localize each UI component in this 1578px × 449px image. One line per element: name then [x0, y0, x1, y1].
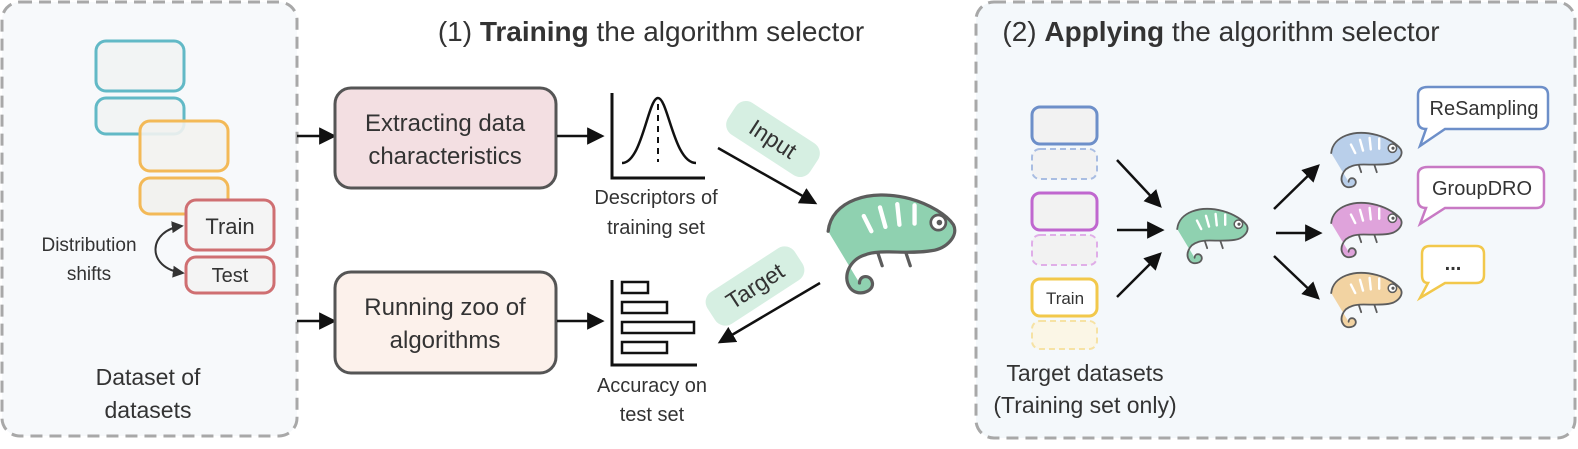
descriptors-label-line2: training set [607, 217, 705, 239]
descriptors-label-line1: Descriptors of [594, 187, 718, 209]
target-datasets-stack: Train [1030, 105, 1099, 350]
extract-label-line2: characteristics [368, 143, 521, 170]
test-card [184, 255, 276, 295]
zoo-label-line1: Running zoo of [364, 294, 526, 321]
zoo-label-line2: algorithms [390, 327, 501, 354]
target-train-label: Train [1046, 289, 1084, 308]
output-label-resampling: ReSampling [1430, 98, 1539, 120]
zoo-algorithms-box [333, 270, 558, 375]
section1-title-prefix: (1) [438, 16, 480, 47]
algorithm-selector-chameleon [828, 195, 955, 293]
train-card [184, 198, 276, 252]
target-datasets-caption-line2: (Training set only) [993, 392, 1176, 418]
accuracy-label-line1: Accuracy on [597, 375, 707, 397]
dataset-card-teal-1 [94, 39, 186, 93]
target-card-train [1030, 277, 1099, 318]
output-bubble-resampling: ReSampling [1416, 85, 1550, 150]
dataset-caption-line1: Dataset of [96, 364, 201, 390]
section2-title: (2) Applying the algorithm selector [1002, 16, 1439, 47]
target-card-blue [1030, 105, 1099, 146]
input-tag: Input [726, 100, 820, 178]
arrow-blue-to-selector [1116, 159, 1162, 208]
output-bubble-other: ... [1416, 244, 1486, 302]
distribution-shift-label-line2: shifts [67, 264, 111, 285]
dataset-caption-line2: datasets [105, 397, 192, 423]
arrow-target-to-selector [717, 281, 821, 344]
test-label: Test [212, 265, 249, 287]
target-card-purple [1030, 191, 1099, 232]
dataset-card-orange-1 [138, 119, 230, 173]
section2-title-bold: Applying [1044, 16, 1164, 47]
extract-label-line1: Extracting data [365, 110, 526, 137]
target-tag: Target [705, 246, 805, 326]
output-bubble-groupdro: GroupDRO [1416, 165, 1546, 228]
section1-title: (1) Training the algorithm selector [438, 16, 864, 47]
section1-title-suffix: the algorithm selector [589, 16, 864, 47]
distribution-curve-icon [610, 93, 705, 180]
section1-title-bold: Training [480, 16, 589, 47]
target-card-blue-faded [1031, 148, 1098, 180]
arrow-to-output-3 [1273, 255, 1320, 300]
output-label-groupdro: GroupDRO [1432, 178, 1532, 200]
section2-title-suffix: the algorithm selector [1164, 16, 1439, 47]
arrow-to-output-1 [1273, 164, 1320, 210]
arrow-train-to-selector [1116, 252, 1162, 298]
target-card-yellow-faded [1031, 320, 1098, 350]
dataset-panel [0, 0, 299, 438]
target-card-purple-faded [1031, 234, 1098, 266]
accuracy-label-line2: test set [620, 404, 685, 426]
dataset-stack: Train Test [94, 39, 276, 295]
train-label: Train [205, 214, 254, 239]
section2-title-prefix: (2) [1002, 16, 1044, 47]
accuracy-bars-icon [610, 280, 697, 367]
output-label-other: ... [1445, 253, 1462, 275]
extract-characteristics-box [333, 86, 558, 190]
distribution-shift-label-line1: Distribution [41, 235, 136, 256]
distribution-shift-arrow [154, 221, 185, 278]
arrow-input-to-selector [717, 146, 818, 205]
target-datasets-caption-line1: Target datasets [1006, 360, 1163, 386]
